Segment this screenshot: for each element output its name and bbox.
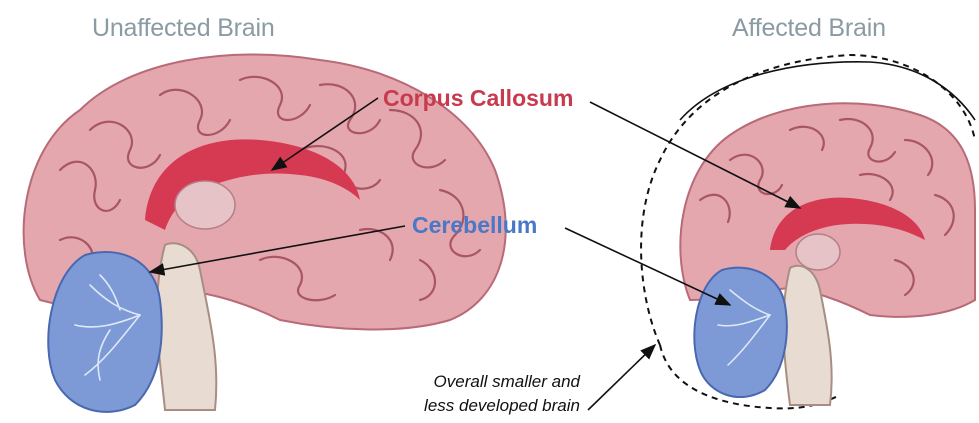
label-corpus-callosum: Corpus Callosum bbox=[383, 85, 573, 112]
arrow-overall-smaller bbox=[588, 345, 655, 410]
note-overall-smaller: Overall smaller and less developed brain bbox=[340, 370, 580, 418]
affected-thalamus bbox=[796, 234, 840, 270]
affected-brain bbox=[641, 55, 975, 408]
unaffected-thalamus bbox=[175, 181, 235, 229]
note-line-2: less developed brain bbox=[340, 394, 580, 418]
label-cerebellum: Cerebellum bbox=[412, 212, 537, 239]
heading-unaffected-brain: Unaffected Brain bbox=[92, 14, 275, 43]
note-line-1: Overall smaller and bbox=[340, 370, 580, 394]
heading-affected-brain: Affected Brain bbox=[732, 14, 886, 43]
unaffected-cerebellum bbox=[48, 252, 161, 412]
affected-cerebellum bbox=[694, 268, 786, 397]
